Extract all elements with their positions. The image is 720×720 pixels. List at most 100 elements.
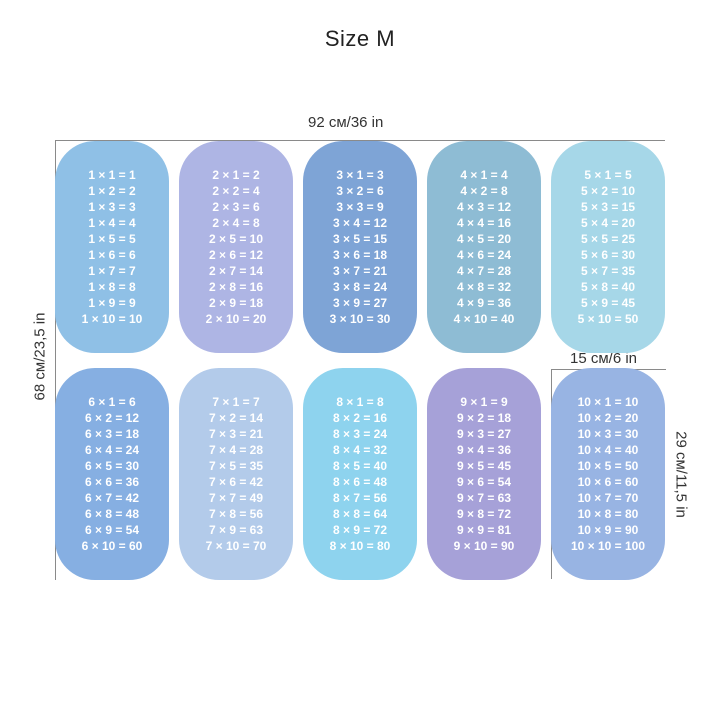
times-table-row: 8 × 10 = 80 [329, 539, 391, 553]
times-table-row: 6 × 9 = 54 [84, 523, 140, 537]
page-title: Size M [324, 26, 396, 51]
times-table-row: 7 × 10 = 70 [205, 539, 267, 553]
times-table-row: 6 × 3 = 18 [84, 427, 140, 441]
times-table-row: 1 × 7 = 7 [88, 264, 136, 278]
times-table-row: 4 × 7 = 28 [456, 264, 512, 278]
times-table-row: 3 × 10 = 30 [329, 312, 391, 326]
times-table-row: 5 × 9 = 45 [580, 296, 636, 310]
times-table-row: 1 × 8 = 8 [88, 280, 136, 294]
times-table-row: 4 × 2 = 8 [460, 184, 508, 198]
height-dimension-line [55, 140, 56, 580]
times-table-row: 2 × 3 = 6 [212, 200, 260, 214]
times-table-row: 6 × 5 = 30 [84, 459, 140, 473]
times-table-row: 7 × 7 = 49 [208, 491, 264, 505]
times-table-row: 6 × 8 = 48 [84, 507, 140, 521]
times-table-row: 6 × 7 = 42 [84, 491, 140, 505]
times-table-row: 2 × 10 = 20 [205, 312, 267, 326]
times-table-row: 5 × 1 = 5 [584, 168, 632, 182]
times-table-row: 10 × 1 = 10 [577, 395, 639, 409]
times-table-row: 10 × 4 = 40 [577, 443, 639, 457]
times-table-row: 9 × 10 = 90 [453, 539, 515, 553]
times-table-row: 3 × 9 = 27 [332, 296, 388, 310]
times-table-row: 9 × 2 = 18 [456, 411, 512, 425]
times-table-row: 8 × 5 = 40 [332, 459, 388, 473]
times-table-row: 1 × 9 = 9 [88, 296, 136, 310]
times-table-row: 8 × 9 = 72 [332, 523, 388, 537]
times-table-row: 7 × 2 = 14 [208, 411, 264, 425]
times-table-row: 9 × 8 = 72 [456, 507, 512, 521]
times-table-row: 5 × 10 = 50 [577, 312, 639, 326]
times-table-card-7: 7 × 1 = 7 7 × 2 = 14 7 × 3 = 21 7 × 4 = 28 7… [179, 368, 293, 580]
times-table-row: 8 × 6 = 48 [332, 475, 388, 489]
times-table-row: 4 × 10 = 40 [453, 312, 515, 326]
times-table-row: 9 × 7 = 63 [456, 491, 512, 505]
times-table-row: 6 × 4 = 24 [84, 443, 140, 457]
times-table-row: 7 × 1 = 7 [212, 395, 260, 409]
times-table-row: 3 × 4 = 12 [332, 216, 388, 230]
times-table-row: 9 × 6 = 54 [456, 475, 512, 489]
times-table-row: 1 × 5 = 5 [88, 232, 136, 246]
times-table-row: 5 × 8 = 40 [580, 280, 636, 294]
times-table-row: 5 × 6 = 30 [580, 248, 636, 262]
times-table-card-10: 10 × 1 = 10 10 × 2 = 20 10 × 3 = 30 10 × 4 … [551, 368, 665, 580]
times-table-row: 5 × 4 = 20 [580, 216, 636, 230]
times-table-row: 9 × 9 = 81 [456, 523, 512, 537]
times-table-row: 2 × 1 = 2 [212, 168, 260, 182]
times-table-row: 3 × 8 = 24 [332, 280, 388, 294]
times-table-row: 10 × 2 = 20 [577, 411, 639, 425]
times-table-row: 7 × 9 = 63 [208, 523, 264, 537]
times-table-row: 9 × 3 = 27 [456, 427, 512, 441]
times-table-row: 8 × 1 = 8 [336, 395, 384, 409]
times-table-card-8: 8 × 1 = 8 8 × 2 = 16 8 × 3 = 24 8 × 4 = 32 8… [303, 368, 417, 580]
width-dimension-line [55, 140, 665, 141]
times-table-row: 10 × 6 = 60 [577, 475, 639, 489]
times-table-row: 4 × 4 = 16 [456, 216, 512, 230]
times-table-row: 10 × 8 = 80 [577, 507, 639, 521]
times-table-row: 3 × 5 = 15 [332, 232, 388, 246]
times-table-row: 6 × 6 = 36 [84, 475, 140, 489]
times-table-row: 9 × 1 = 9 [460, 395, 508, 409]
times-table-row: 2 × 6 = 12 [208, 248, 264, 262]
times-table-row: 9 × 5 = 45 [456, 459, 512, 473]
times-table-row: 3 × 7 = 21 [332, 264, 388, 278]
times-table-row: 7 × 6 = 42 [208, 475, 264, 489]
times-table-row: 3 × 1 = 3 [336, 168, 384, 182]
times-table-row: 10 × 7 = 70 [577, 491, 639, 505]
times-table-row: 9 × 4 = 36 [456, 443, 512, 457]
times-table-row: 2 × 9 = 18 [208, 296, 264, 310]
width-dimension-label: 92 см/36 in [308, 114, 384, 131]
times-table-row: 7 × 8 = 56 [208, 507, 264, 521]
times-table-row: 8 × 2 = 16 [332, 411, 388, 425]
times-table-row: 3 × 2 = 6 [336, 184, 384, 198]
times-table-row: 2 × 4 = 8 [212, 216, 260, 230]
times-table-row: 5 × 2 = 10 [580, 184, 636, 198]
times-table-row: 8 × 4 = 32 [332, 443, 388, 457]
times-table-row: 1 × 6 = 6 [88, 248, 136, 262]
card-height-dimension-label: 29 см/11,5 in [672, 431, 690, 518]
times-table-row: 7 × 3 = 21 [208, 427, 264, 441]
times-table-row: 10 × 3 = 30 [577, 427, 639, 441]
times-table-row: 7 × 4 = 28 [208, 443, 264, 457]
times-table-row: 8 × 7 = 56 [332, 491, 388, 505]
times-table-card-2: 2 × 1 = 2 2 × 2 = 4 2 × 3 = 6 2 × 4 = 8 2 × … [179, 141, 293, 353]
times-table-row: 7 × 5 = 35 [208, 459, 264, 473]
times-table-row: 6 × 2 = 12 [84, 411, 140, 425]
times-table-row: 3 × 6 = 18 [332, 248, 388, 262]
times-table-row: 8 × 8 = 64 [332, 507, 388, 521]
times-table-row: 4 × 5 = 20 [456, 232, 512, 246]
times-table-row: 4 × 1 = 4 [460, 168, 508, 182]
times-table-row: 5 × 7 = 35 [580, 264, 636, 278]
times-table-row: 1 × 10 = 10 [81, 312, 143, 326]
times-table-row: 6 × 10 = 60 [81, 539, 143, 553]
times-table-row: 10 × 10 = 100 [570, 539, 646, 553]
times-table-row: 2 × 2 = 4 [212, 184, 260, 198]
times-table-row: 8 × 3 = 24 [332, 427, 388, 441]
times-table-row: 4 × 8 = 32 [456, 280, 512, 294]
times-table-row: 1 × 1 = 1 [88, 168, 136, 182]
times-table-row: 5 × 5 = 25 [580, 232, 636, 246]
